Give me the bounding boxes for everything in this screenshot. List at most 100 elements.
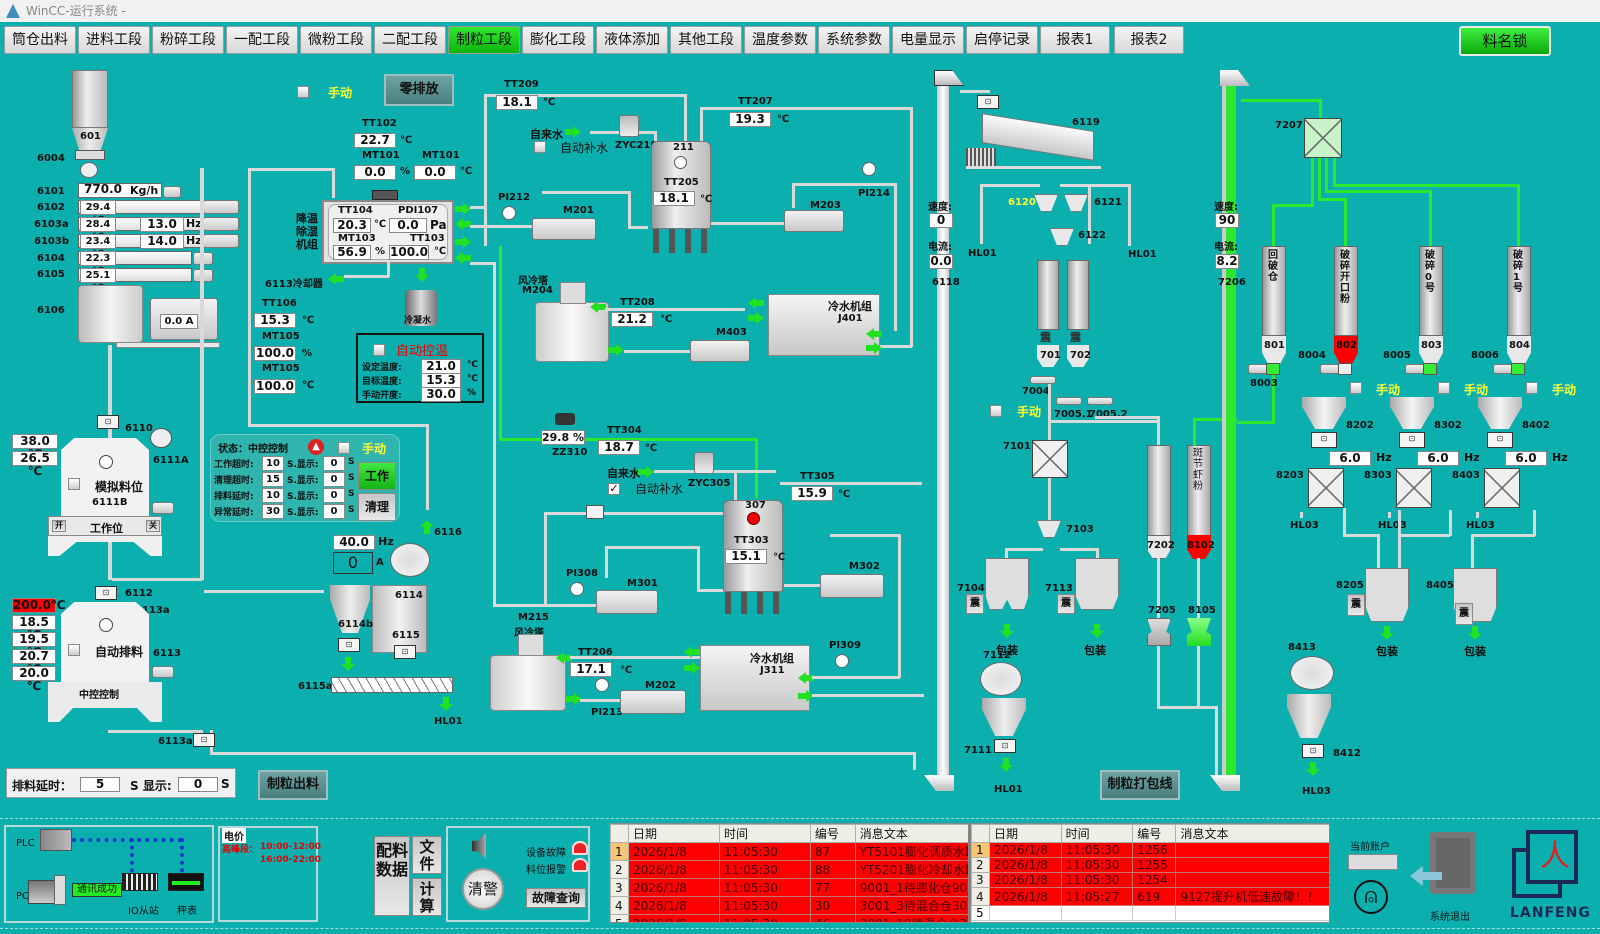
tab-7[interactable]: 制粒工段 [448, 26, 520, 54]
open-button[interactable]: 开 [52, 520, 66, 532]
valve-6114b[interactable]: ⊡ [338, 638, 360, 652]
line-manual-checkbox[interactable] [1438, 382, 1450, 394]
status-manual-checkbox[interactable] [338, 442, 350, 454]
tab-12[interactable]: 系统参数 [818, 26, 890, 54]
valve-6112[interactable]: ⊡ [95, 586, 117, 600]
tab-1[interactable]: 筒仓出料 [4, 26, 76, 54]
line-hz-value: 6.0 [1505, 451, 1547, 466]
sim-level-checkbox[interactable] [68, 478, 80, 490]
alarm-col-header[interactable]: 编号 [809, 824, 856, 843]
file-button[interactable]: 文件 [412, 836, 442, 874]
clean-button[interactable]: 清理 [358, 493, 396, 521]
tab-6[interactable]: 二配工段 [374, 26, 446, 54]
alarm-col-header[interactable]: 编号 [1132, 824, 1177, 843]
hl01-screen-out: HL01 [994, 784, 1023, 795]
valve-8412[interactable]: ⊡ [1302, 744, 1324, 758]
packer-7104 [985, 558, 1029, 610]
pack-line-button[interactable]: 制粒打包线 [1100, 770, 1180, 800]
valve-8202[interactable]: ⊡ [1311, 432, 1337, 448]
user-icon[interactable]: ⍝ [1354, 880, 1388, 914]
auto-refill-checkbox-2[interactable]: ✓ [608, 482, 620, 495]
scale-8203 [1308, 468, 1344, 508]
tag-7103: 7103 [1066, 524, 1094, 535]
diverter-6122[interactable] [1050, 228, 1074, 246]
pipe [734, 470, 737, 505]
tab-2[interactable]: 进料工段 [78, 26, 150, 54]
valve-6119-inlet[interactable]: ⊡ [977, 95, 999, 109]
auto-discharge-checkbox[interactable] [68, 644, 80, 656]
granule-out-button[interactable]: 制粒出料 [258, 770, 328, 800]
alarm-row[interactable]: 5 [971, 905, 1329, 921]
status-row-input[interactable]: 30 [262, 504, 284, 519]
manual-opening-input[interactable]: 30.0 [421, 387, 461, 402]
status-row-input[interactable]: 10 [262, 456, 284, 471]
tag-7207: 7207 [1275, 120, 1303, 131]
diverter-6120[interactable] [1034, 194, 1058, 212]
silo-cone-803 [1419, 336, 1443, 364]
tab-5[interactable]: 微粉工段 [300, 26, 372, 54]
calc-button[interactable]: 计算 [412, 878, 442, 916]
status-row-input[interactable]: 10 [262, 488, 284, 503]
valve-6113a[interactable]: ⊡ [193, 733, 215, 747]
alarm-col-header[interactable]: 时间 [1060, 824, 1134, 843]
work-button[interactable]: 工作 [358, 462, 396, 490]
tab-10[interactable]: 其他工段 [670, 26, 742, 54]
valve-6115[interactable]: ⊡ [394, 645, 416, 659]
alarm-row[interactable]: 52026/1/811:05:30463001_19待混合仓318仓满 [610, 914, 968, 922]
diverter-7103[interactable] [1037, 520, 1061, 538]
alarm-col-header[interactable]: 日期 [989, 824, 1062, 843]
close-button[interactable]: 关 [146, 520, 160, 532]
tab-14[interactable]: 启停记录 [966, 26, 1038, 54]
auto-refill-checkbox-1[interactable] [534, 141, 546, 153]
vibrator-7113-button[interactable]: 震 [1057, 594, 1075, 614]
tab-15[interactable]: 报表1 [1040, 26, 1110, 54]
clear-alarm-button[interactable]: 清警 [462, 868, 504, 910]
alarm-table-header: 日期时间编号消息文本 [610, 824, 968, 843]
valve-8402[interactable]: ⊡ [1487, 432, 1513, 448]
valve-8302[interactable]: ⊡ [1399, 432, 1425, 448]
discharge-delay-input[interactable]: 5 [80, 777, 120, 792]
alarm-col-header[interactable]: 时间 [718, 824, 811, 843]
vibrator-8205-button[interactable]: 震 [1347, 594, 1365, 616]
tab-11[interactable]: 温度参数 [744, 26, 816, 54]
zero-discharge-button[interactable]: 零排放 [384, 74, 454, 106]
line-manual-checkbox[interactable] [1350, 382, 1362, 394]
tab-3[interactable]: 粉碎工段 [152, 26, 224, 54]
fault-query-button[interactable]: 故障查询 [526, 888, 586, 908]
line-manual-checkbox[interactable] [1526, 382, 1538, 394]
status-row-display: 0 [323, 488, 345, 503]
vibrator-8405-button[interactable]: 震 [1455, 603, 1473, 625]
alarm-col-header[interactable]: 日期 [628, 824, 720, 843]
auto-temp-checkbox[interactable] [373, 344, 385, 356]
tab-13[interactable]: 电量显示 [892, 26, 964, 54]
status-row-input[interactable]: 15 [262, 472, 284, 487]
alarm-col-header[interactable] [971, 824, 990, 843]
tab-8[interactable]: 膨化工段 [522, 26, 594, 54]
manual-checkbox-top[interactable] [297, 86, 309, 98]
tab-16[interactable]: 报表2 [1114, 26, 1184, 54]
manual-checkbox-screen[interactable] [990, 405, 1002, 417]
tab-4[interactable]: 一配工段 [226, 26, 298, 54]
recipe-data-button[interactable]: 配料数据 [374, 836, 410, 916]
alarm-col-header[interactable]: 消息文本 [854, 824, 968, 843]
vibrator-7104-button[interactable]: 震 [966, 594, 984, 614]
alarm-col-header[interactable] [610, 824, 629, 843]
alarm-col-header[interactable]: 消息文本 [1175, 824, 1329, 843]
exit-door-icon[interactable] [1430, 832, 1476, 894]
valve-6110[interactable]: ⊡ [97, 415, 119, 429]
diverter-6121[interactable] [1064, 194, 1088, 212]
pipe [1060, 184, 1090, 187]
set-temp-input[interactable]: 21.0 [421, 359, 461, 374]
tab-9[interactable]: 液体添加 [596, 26, 668, 54]
pipe [332, 168, 335, 198]
valve-7111[interactable]: ⊡ [994, 739, 1016, 753]
material-lock-button[interactable]: 料名锁 [1459, 26, 1551, 56]
